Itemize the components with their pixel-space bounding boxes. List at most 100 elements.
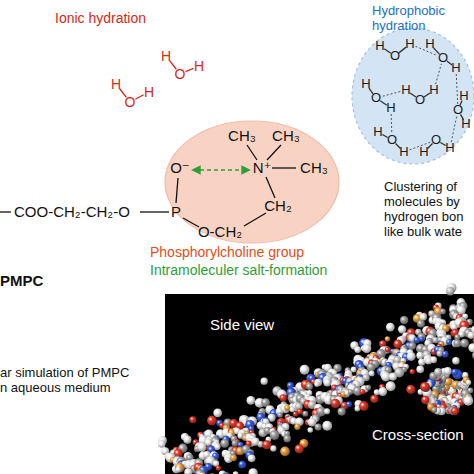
atom-sphere xyxy=(293,411,298,416)
atom-sphere xyxy=(322,421,332,431)
atom-sphere xyxy=(189,416,196,423)
atom-sphere xyxy=(407,352,416,361)
atom-sphere xyxy=(290,407,296,413)
atom-sphere xyxy=(158,440,166,448)
atom-symbol: O xyxy=(415,93,425,108)
atom-sphere xyxy=(442,351,449,358)
atom-sphere xyxy=(362,344,371,353)
chemical-group: P xyxy=(171,203,181,220)
atom-symbol: O xyxy=(438,51,448,66)
note-text: Clustering of molecules by hydrogen bon … xyxy=(384,180,474,240)
atom-sphere xyxy=(420,382,430,392)
atom-symbol: H xyxy=(445,141,454,156)
atom-symbol: O xyxy=(387,133,397,148)
atom-symbol: O xyxy=(125,94,136,110)
atom-sphere xyxy=(262,440,271,449)
atom-sphere xyxy=(360,389,366,395)
atom-sphere xyxy=(370,395,378,403)
atom-sphere xyxy=(184,468,192,474)
chemical-group: CH₃ xyxy=(228,127,256,144)
chemical-group: CH₂ xyxy=(264,197,292,214)
chemical-formula: COO-CH₂-CH₂-O xyxy=(14,203,130,220)
atom-sphere xyxy=(307,427,313,433)
atom-sphere xyxy=(230,454,237,461)
atom-sphere xyxy=(351,367,357,373)
atom-symbol: H xyxy=(111,76,121,92)
atom-sphere xyxy=(225,457,230,462)
view-label: Cross-section xyxy=(372,426,464,443)
atom-sphere xyxy=(416,365,424,373)
atom-sphere xyxy=(379,340,386,347)
atom-sphere xyxy=(175,467,181,473)
atom-symbol: H xyxy=(429,83,438,98)
atom-sphere xyxy=(220,439,229,448)
atom-symbol: O xyxy=(431,133,441,148)
atom-sphere xyxy=(279,394,286,401)
atom-sphere xyxy=(359,401,369,411)
atom-symbol: H xyxy=(194,58,204,74)
atom-sphere xyxy=(315,424,322,431)
chemical-group: CH₃ xyxy=(300,159,328,176)
backbone-bond xyxy=(0,211,11,212)
ester-bond xyxy=(140,211,169,212)
atom-sphere xyxy=(419,336,424,341)
atom-sphere xyxy=(346,401,352,407)
atom-sphere xyxy=(207,416,217,426)
atom-sphere xyxy=(398,325,406,333)
region-heading: Hydrophobic hydration xyxy=(372,4,456,34)
atom-sphere xyxy=(302,411,308,417)
atom-sphere xyxy=(348,389,353,394)
atom-sphere xyxy=(400,316,408,324)
atom-sphere xyxy=(306,383,313,390)
chemical-group: O-CH₂ xyxy=(198,223,242,240)
atom-sphere xyxy=(338,408,346,416)
atom-sphere xyxy=(315,379,322,386)
atom-symbol: H xyxy=(401,83,410,98)
atom-sphere xyxy=(280,447,290,457)
atom-sphere xyxy=(452,357,459,364)
atom-symbol: H xyxy=(459,89,468,104)
atom-sphere xyxy=(270,445,276,451)
atom-symbol: O xyxy=(175,66,186,82)
atom-sphere xyxy=(238,461,246,469)
polymer-name: PMPC xyxy=(0,272,43,289)
atom-sphere xyxy=(431,407,437,413)
atom-symbol: O xyxy=(371,91,381,106)
atom-sphere xyxy=(463,396,473,406)
atom-symbol: O xyxy=(390,49,400,64)
atom-sphere xyxy=(281,404,290,413)
atom-sphere xyxy=(283,435,291,443)
atom-sphere xyxy=(454,334,460,340)
atom-sphere xyxy=(446,339,452,345)
atom-sphere xyxy=(414,337,420,343)
atom-sphere xyxy=(386,381,396,391)
atom-sphere xyxy=(295,444,304,453)
covalent-bond xyxy=(135,95,143,99)
atom-symbol: H xyxy=(361,77,370,92)
atom-sphere xyxy=(468,332,474,339)
atom-symbol: H xyxy=(375,39,384,54)
atom-sphere xyxy=(430,356,437,363)
atom-symbol: H xyxy=(161,48,171,64)
atom-sphere xyxy=(354,346,361,353)
annotation-heading: Ionic hydration xyxy=(55,10,146,26)
atom-symbol: H xyxy=(399,145,408,160)
atom-sphere xyxy=(184,468,192,474)
atom-sphere xyxy=(451,407,459,415)
atom-sphere xyxy=(453,339,461,347)
atom-sphere xyxy=(261,378,268,385)
atom-sphere xyxy=(246,396,255,405)
atom-sphere xyxy=(213,409,222,418)
atom-sphere xyxy=(183,436,191,444)
atom-sphere xyxy=(216,465,221,470)
atom-sphere xyxy=(324,408,330,414)
atom-symbol: H xyxy=(419,145,428,160)
atom-sphere xyxy=(300,365,310,375)
atom-sphere xyxy=(197,443,206,452)
atom-sphere xyxy=(209,473,216,474)
atom-sphere xyxy=(472,351,474,359)
atom-sphere xyxy=(410,369,415,374)
atom-sphere xyxy=(197,473,206,474)
atom-sphere xyxy=(214,444,220,450)
